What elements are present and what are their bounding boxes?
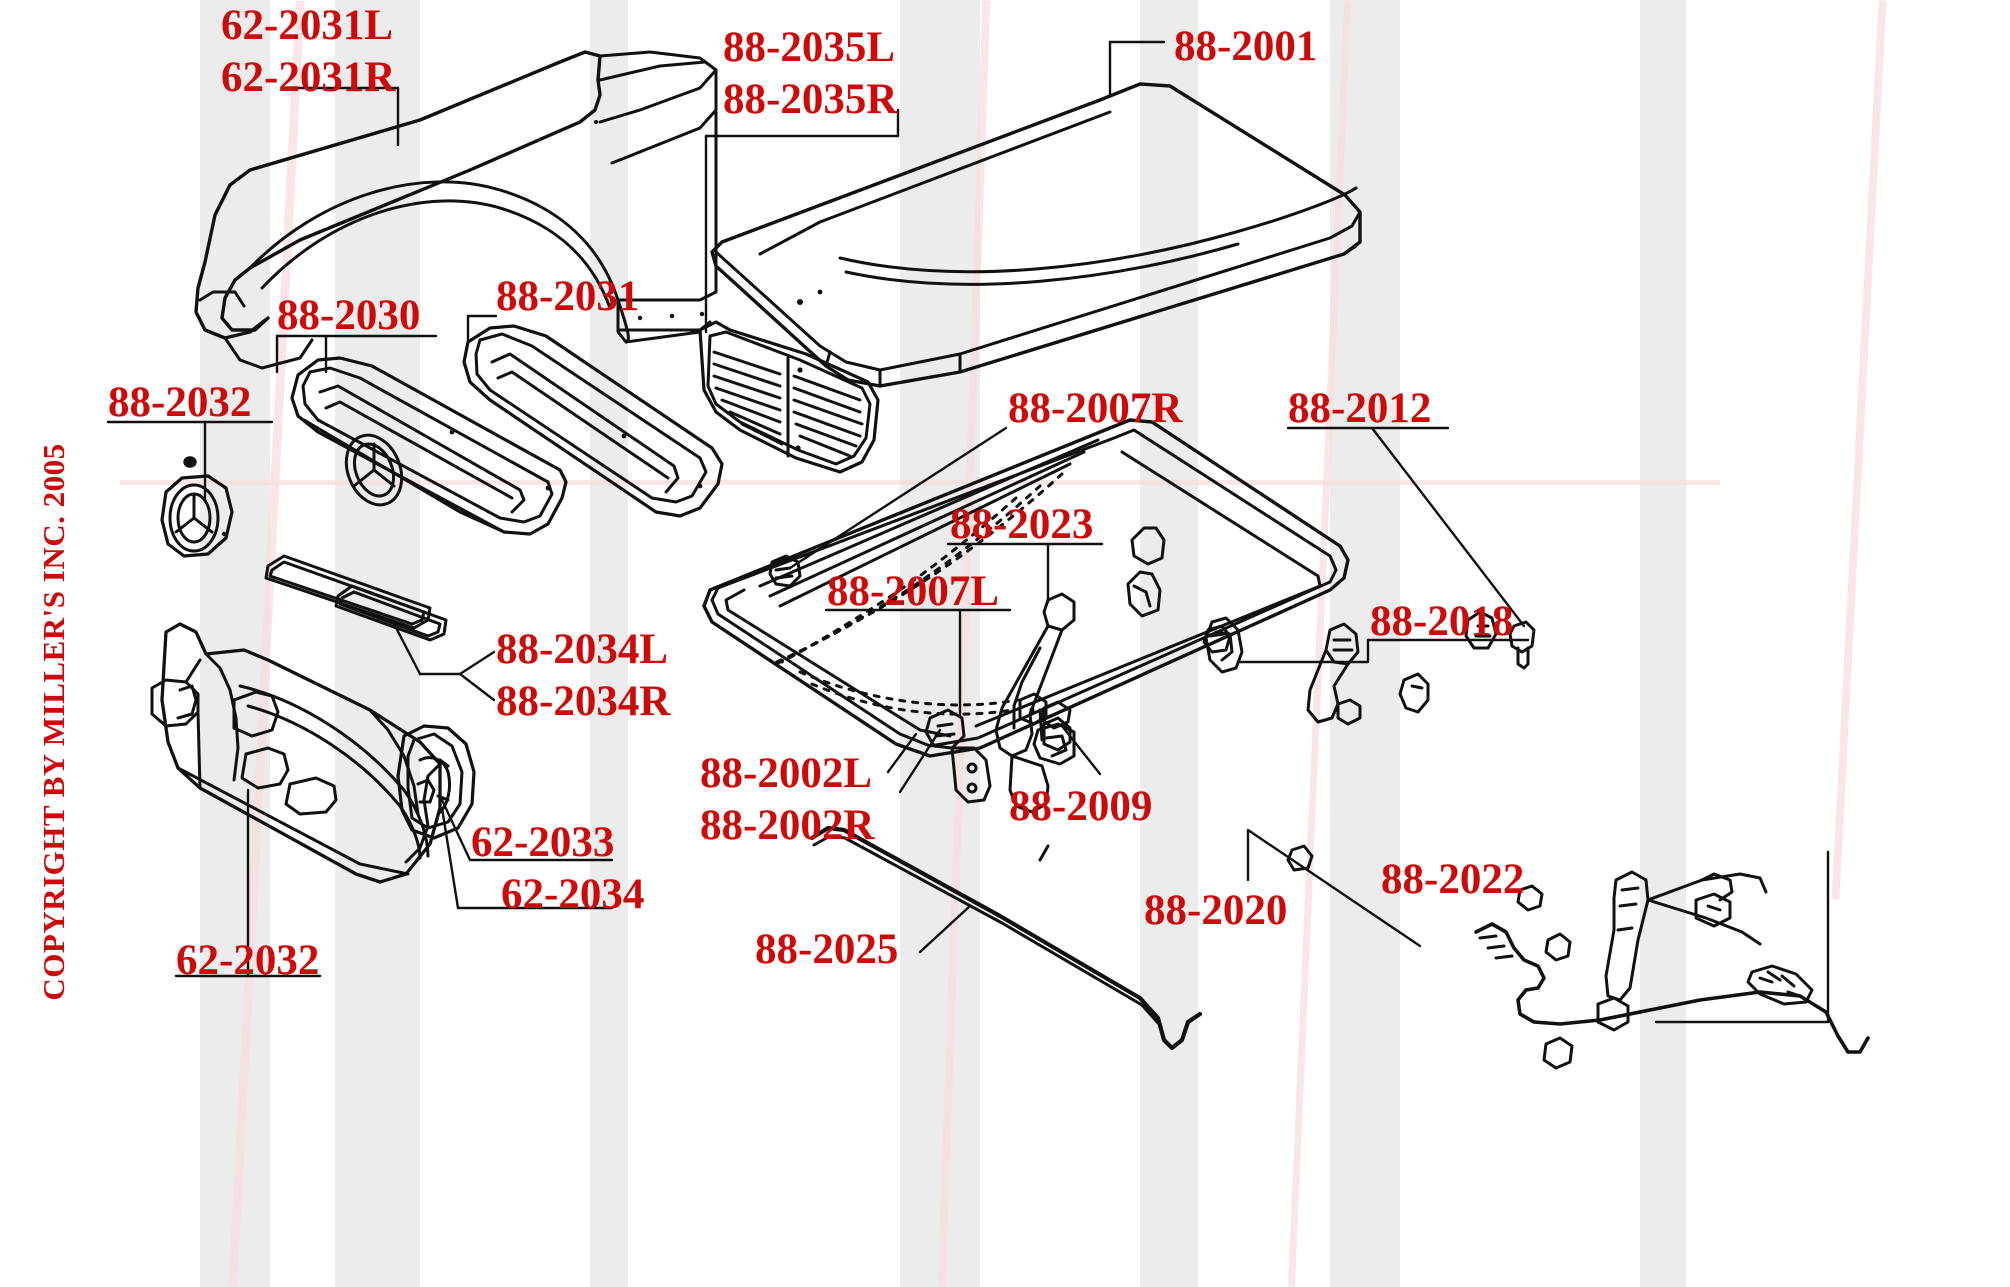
part-grille-trim-moldings (264, 554, 448, 642)
part-label-text: 88-2034L (496, 626, 668, 673)
part-label-text: 88-2025 (755, 926, 899, 973)
part-label-88-2012: 88-2012 (1288, 384, 1431, 434)
scan-watermark-streak (937, 0, 991, 1287)
copyright-notice: COPYRIGHT BY MILLER'S INC. 2005 (36, 443, 71, 1001)
scan-watermark-band (900, 0, 980, 1287)
part-label-text: 88-2035R (723, 76, 898, 123)
part-label-62-2031: 62-2031L 62-2031R (221, 0, 395, 104)
part-label-88-2035: 88-2035L 88-2035R (723, 22, 897, 126)
part-label-text: 88-2035L (723, 24, 895, 71)
part-label-text: 88-2007L (827, 568, 999, 615)
part-label-text: 88-2032 (108, 379, 252, 426)
part-label-88-2007R: 88-2007R (1008, 384, 1182, 434)
part-hood-vent-grille (698, 320, 880, 474)
part-grille-insert (290, 356, 568, 536)
part-label-88-2031: 88-2031 (496, 272, 639, 322)
scan-watermark-band (335, 0, 420, 1287)
part-label-text: 62-2031R (221, 54, 396, 101)
scan-watermark-streak (1287, 0, 1352, 1287)
part-label-text: 88-2034R (496, 678, 671, 725)
part-star-emblem (160, 456, 234, 558)
part-grille-shell (462, 324, 724, 518)
part-headlight-bucket (396, 724, 476, 840)
part-hood-fasteners (1202, 610, 1498, 872)
part-label-88-2023: 88-2023 (950, 500, 1093, 550)
part-label-text: 88-2002L (700, 750, 872, 797)
scan-watermark-streak (228, 0, 305, 1287)
part-label-88-2009: 88-2009 (1009, 782, 1152, 832)
part-label-62-2032: 62-2032 (176, 936, 319, 986)
part-label-88-2020: 88-2020 (1144, 886, 1287, 936)
part-label-text: 62-2032 (176, 937, 320, 984)
scan-watermark-band (1640, 0, 1686, 1287)
part-label-88-2018: 88-2018 (1370, 597, 1513, 647)
part-label-text: 88-2030 (277, 292, 421, 339)
part-label-text: 88-2023 (950, 501, 1094, 548)
part-label-text: 88-2007R (1008, 385, 1183, 432)
part-label-88-2002: 88-2002L 88-2002R (700, 748, 874, 852)
part-label-text: 88-2012 (1288, 385, 1432, 432)
part-radiator-support (150, 622, 442, 884)
part-label-text: 88-2001 (1174, 23, 1318, 70)
part-label-text: 88-2020 (1144, 887, 1288, 934)
part-label-88-2025: 88-2025 (755, 925, 898, 975)
part-label-88-2007L: 88-2007L (827, 567, 999, 617)
part-cable-clamp (1032, 700, 1076, 766)
part-label-text: 88-2022 (1381, 856, 1525, 903)
scan-watermark-streak (120, 480, 1720, 485)
part-label-88-2034: 88-2034L 88-2034R (496, 624, 670, 728)
part-hood-bumper-stop (1508, 620, 1536, 670)
part-label-88-2030: 88-2030 (277, 291, 420, 341)
part-hood-hinge-left (994, 592, 1076, 814)
part-hood-panel (710, 82, 1362, 388)
part-label-text: 62-2031L (221, 2, 393, 49)
part-label-text: 88-2031 (496, 273, 640, 320)
part-hood-hinge-right (768, 554, 802, 588)
scan-watermark-band (1140, 0, 1198, 1287)
part-label-88-2032: 88-2032 (108, 378, 251, 428)
part-label-62-2033: 62-2033 62-2034 (471, 817, 644, 921)
part-label-text: 88-2018 (1370, 598, 1514, 645)
part-prop-rod-support (1306, 622, 1362, 726)
part-latch-release-assembly (1604, 870, 1768, 1002)
part-hood-latch-striker (1204, 616, 1244, 674)
scan-watermark-band (200, 0, 270, 1287)
scan-watermark-streak (1831, 0, 1887, 900)
part-label-text: 62-2033 (471, 819, 615, 866)
part-label-88-2022: 88-2022 (1381, 855, 1524, 905)
part-label-text: 62-2034 (501, 871, 645, 918)
part-label-text: 88-2002R (700, 802, 875, 849)
part-label-88-2001: 88-2001 (1174, 22, 1317, 72)
part-label-text: 88-2009 (1009, 783, 1153, 830)
part-release-cable (1474, 884, 1870, 1070)
